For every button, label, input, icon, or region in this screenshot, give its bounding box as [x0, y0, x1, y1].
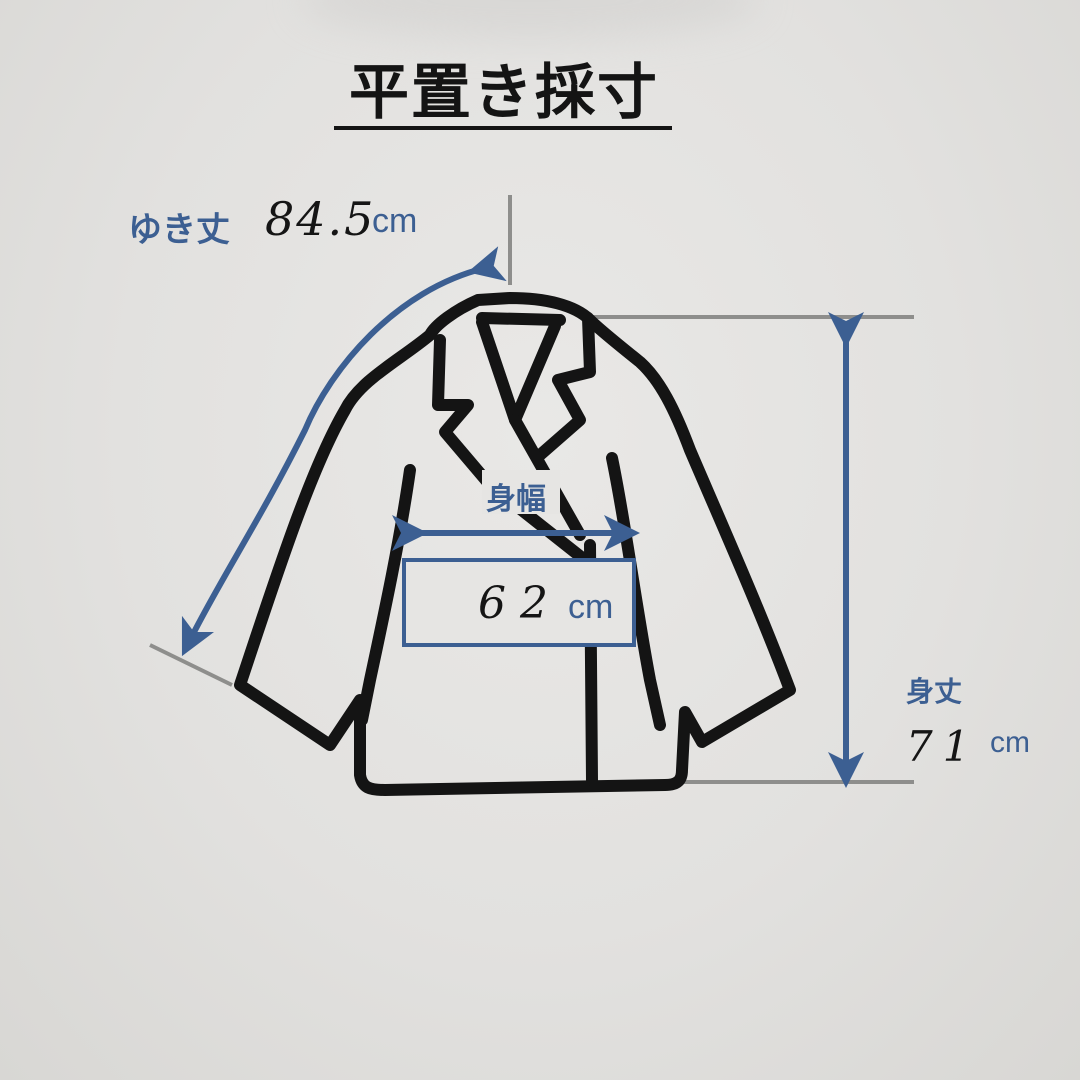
page-title: 平置き採寸 — [349, 58, 659, 128]
body-width-unit: cm — [568, 588, 614, 626]
body-width-label: 身幅 — [486, 482, 546, 517]
body-length-label: 身丈 — [906, 675, 963, 708]
sleeve-length-unit: cm — [372, 202, 418, 240]
sleeve-length-label: ゆき丈 — [128, 210, 230, 250]
sleeve-length-value: 84.5 — [265, 192, 376, 246]
sleeve-length-arrow-icon — [181, 246, 507, 657]
cuff-guide — [149, 643, 233, 687]
body-width-value: 62 — [478, 578, 562, 629]
body-length-value: 71 — [906, 722, 980, 771]
body-length-unit: cm — [990, 726, 1030, 759]
title-underline — [334, 126, 672, 130]
jacket-outline-icon — [234, 292, 796, 796]
